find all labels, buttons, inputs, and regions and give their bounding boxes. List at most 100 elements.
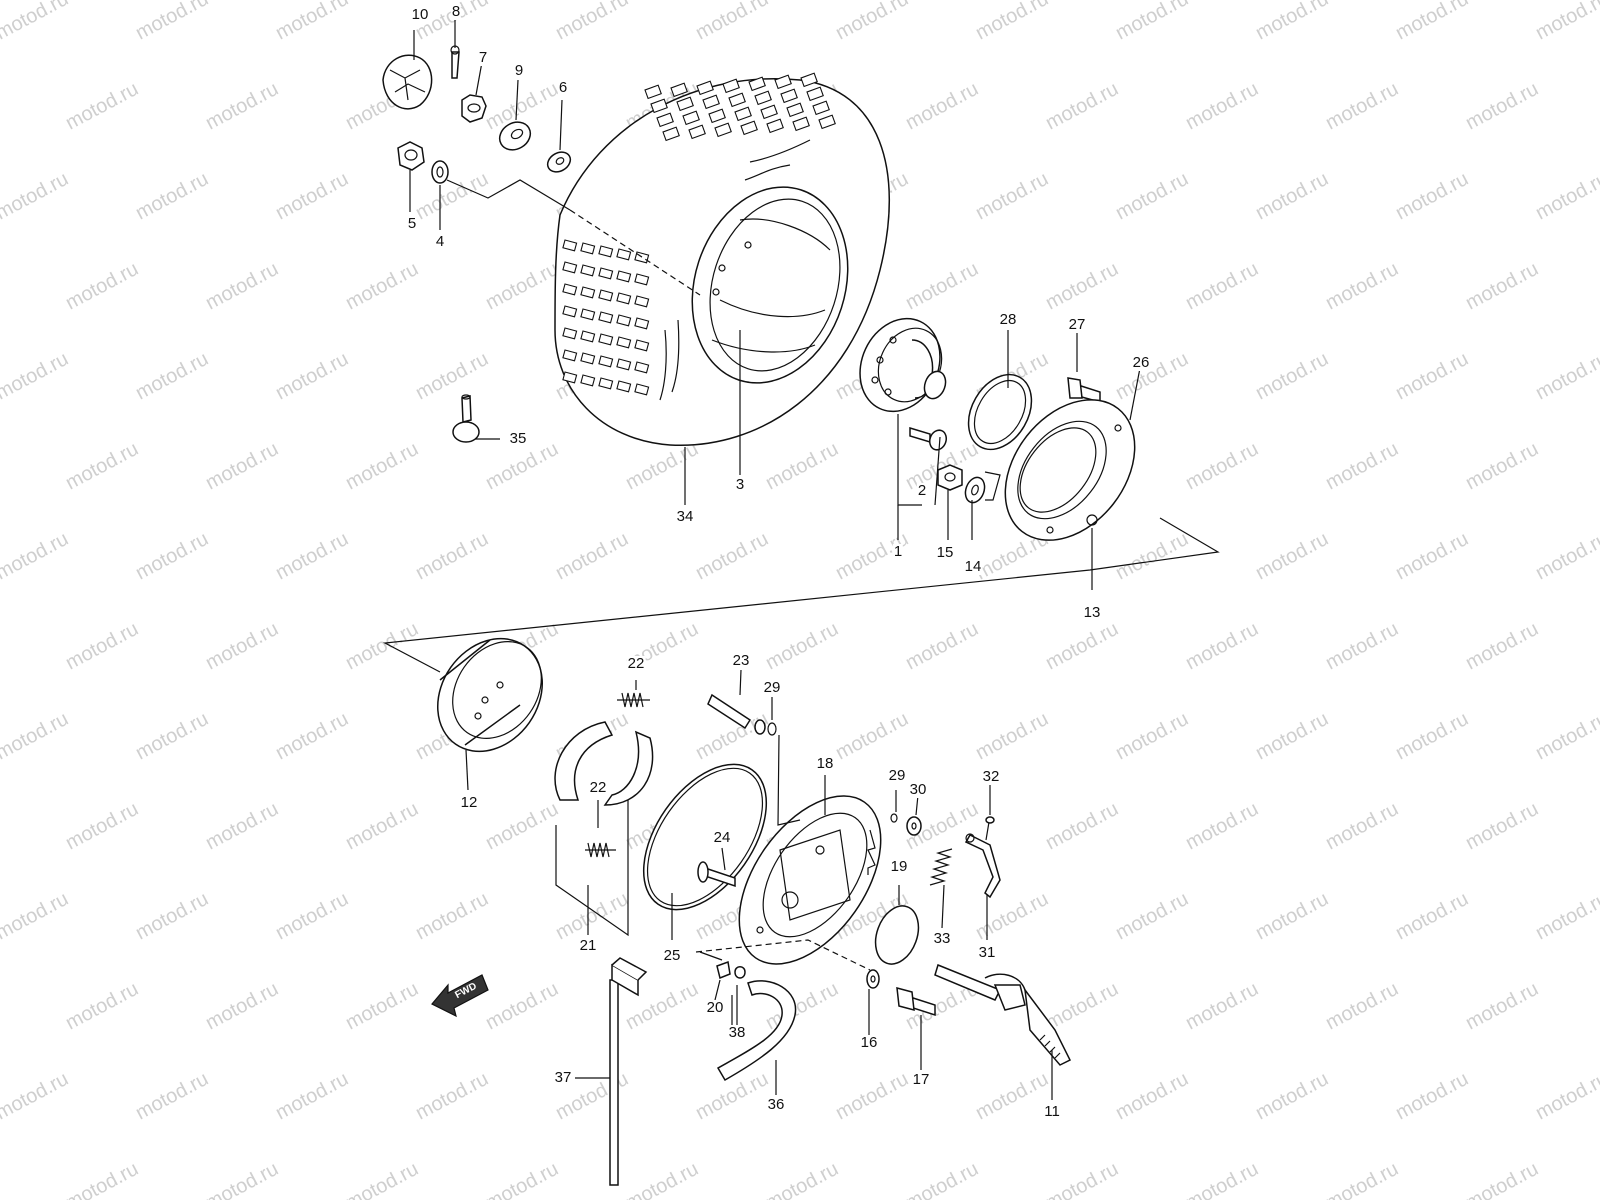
tread-block xyxy=(634,339,650,352)
seal-disc-drawing xyxy=(874,905,920,965)
part-label-35[interactable]: 35 xyxy=(508,430,528,447)
part-label-34[interactable]: 34 xyxy=(675,508,695,525)
part-label-10[interactable]: 10 xyxy=(410,6,430,23)
tread-block xyxy=(800,72,818,88)
part-label-22-bottom[interactable]: 22 xyxy=(588,779,608,796)
tread-block xyxy=(696,80,714,96)
part-label-27[interactable]: 27 xyxy=(1067,316,1087,333)
washer-drawing xyxy=(498,121,532,151)
hub-washer-drawing xyxy=(964,476,986,504)
tread-block xyxy=(656,112,674,128)
part-label-25[interactable]: 25 xyxy=(662,947,682,964)
part-label-30[interactable]: 30 xyxy=(908,781,928,798)
part-label-32[interactable]: 32 xyxy=(981,768,1001,785)
hex-nut-drawing xyxy=(397,141,425,171)
tread-block xyxy=(598,333,614,346)
tread-block xyxy=(580,264,596,277)
part-label-33[interactable]: 33 xyxy=(932,930,952,947)
washer-small-drawing xyxy=(546,151,572,173)
tread-block xyxy=(634,317,650,330)
part-label-19[interactable]: 19 xyxy=(889,858,909,875)
tread-block xyxy=(598,289,614,302)
tread-block xyxy=(650,98,668,114)
tread-block xyxy=(616,380,632,393)
hub-bolt-drawing xyxy=(909,426,948,451)
tread-block xyxy=(598,377,614,390)
part-label-24[interactable]: 24 xyxy=(712,829,732,846)
part-label-29-bottom[interactable]: 29 xyxy=(887,767,907,784)
part-label-12[interactable]: 12 xyxy=(459,794,479,811)
tread-block xyxy=(722,78,740,94)
part-label-20[interactable]: 20 xyxy=(705,999,725,1016)
part-label-5[interactable]: 5 xyxy=(406,215,418,232)
cable-strap-drawing xyxy=(609,957,648,1186)
part-label-36[interactable]: 36 xyxy=(766,1096,786,1113)
tread-block xyxy=(562,327,578,340)
o-ring-drawing xyxy=(967,373,1033,451)
axle-bolt-drawing xyxy=(896,986,936,1017)
part-label-26[interactable]: 26 xyxy=(1131,354,1151,371)
tread-block xyxy=(748,76,766,92)
tread-block xyxy=(812,100,830,116)
cap-nut-drawing xyxy=(382,54,433,110)
part-label-23[interactable]: 23 xyxy=(731,652,751,669)
part-label-14[interactable]: 14 xyxy=(963,558,983,575)
part-label-28[interactable]: 28 xyxy=(998,311,1018,328)
tread-block xyxy=(616,358,632,371)
part-label-8[interactable]: 8 xyxy=(450,3,462,20)
part-label-38[interactable]: 38 xyxy=(727,1024,747,1041)
part-label-22-top[interactable]: 22 xyxy=(626,655,646,672)
tread-block xyxy=(670,82,688,98)
tread-block xyxy=(580,374,596,387)
part-label-11[interactable]: 11 xyxy=(1043,1103,1061,1120)
tread-block xyxy=(688,124,706,140)
tread-block xyxy=(634,295,650,308)
tread-block xyxy=(634,273,650,286)
part-label-1[interactable]: 1 xyxy=(892,543,904,560)
part-label-16[interactable]: 16 xyxy=(859,1034,879,1051)
tread-block xyxy=(728,92,746,108)
hose-clip-drawing xyxy=(716,960,746,980)
return-spring-drawing xyxy=(585,692,650,858)
tread-block xyxy=(616,314,632,327)
brake-drum-drawing xyxy=(436,637,544,753)
part-label-9[interactable]: 9 xyxy=(513,62,525,79)
part-label-17[interactable]: 17 xyxy=(911,1071,931,1088)
part-label-2[interactable]: 2 xyxy=(916,482,928,499)
tread-block xyxy=(634,361,650,374)
part-label-18[interactable]: 18 xyxy=(815,755,835,772)
tread-block xyxy=(806,86,824,102)
tread-block xyxy=(616,270,632,283)
forward-arrow-icon xyxy=(431,974,489,1018)
small-washer-drawing xyxy=(866,969,880,989)
part-label-29-top[interactable]: 29 xyxy=(762,679,782,696)
tread-block xyxy=(644,84,662,100)
lever-screw-drawing xyxy=(985,816,995,841)
part-label-13[interactable]: 13 xyxy=(1082,604,1102,621)
part-label-3[interactable]: 3 xyxy=(734,476,746,493)
tread-block xyxy=(562,305,578,318)
part-label-7[interactable]: 7 xyxy=(477,49,489,66)
tread-block xyxy=(598,355,614,368)
tread-block xyxy=(562,239,578,252)
brake-panel-drawing xyxy=(738,795,882,965)
tread-block xyxy=(562,371,578,384)
hub-nut-drawing xyxy=(937,464,963,491)
part-label-37[interactable]: 37 xyxy=(553,1069,573,1086)
part-label-21[interactable]: 21 xyxy=(578,937,598,954)
part-label-6[interactable]: 6 xyxy=(557,79,569,96)
tread-block xyxy=(598,267,614,280)
tread-block xyxy=(780,88,798,104)
tread-block xyxy=(580,352,596,365)
breather-hose-drawing xyxy=(716,980,797,1082)
part-label-15[interactable]: 15 xyxy=(935,544,955,561)
tread-block xyxy=(580,330,596,343)
part-label-31[interactable]: 31 xyxy=(977,944,997,961)
cotter-pin-drawing xyxy=(450,45,460,79)
tread-block xyxy=(562,283,578,296)
part-label-4[interactable]: 4 xyxy=(434,233,446,250)
brake-cover-drawing xyxy=(1004,399,1136,541)
tread-block xyxy=(754,90,772,106)
tread-block xyxy=(598,311,614,324)
